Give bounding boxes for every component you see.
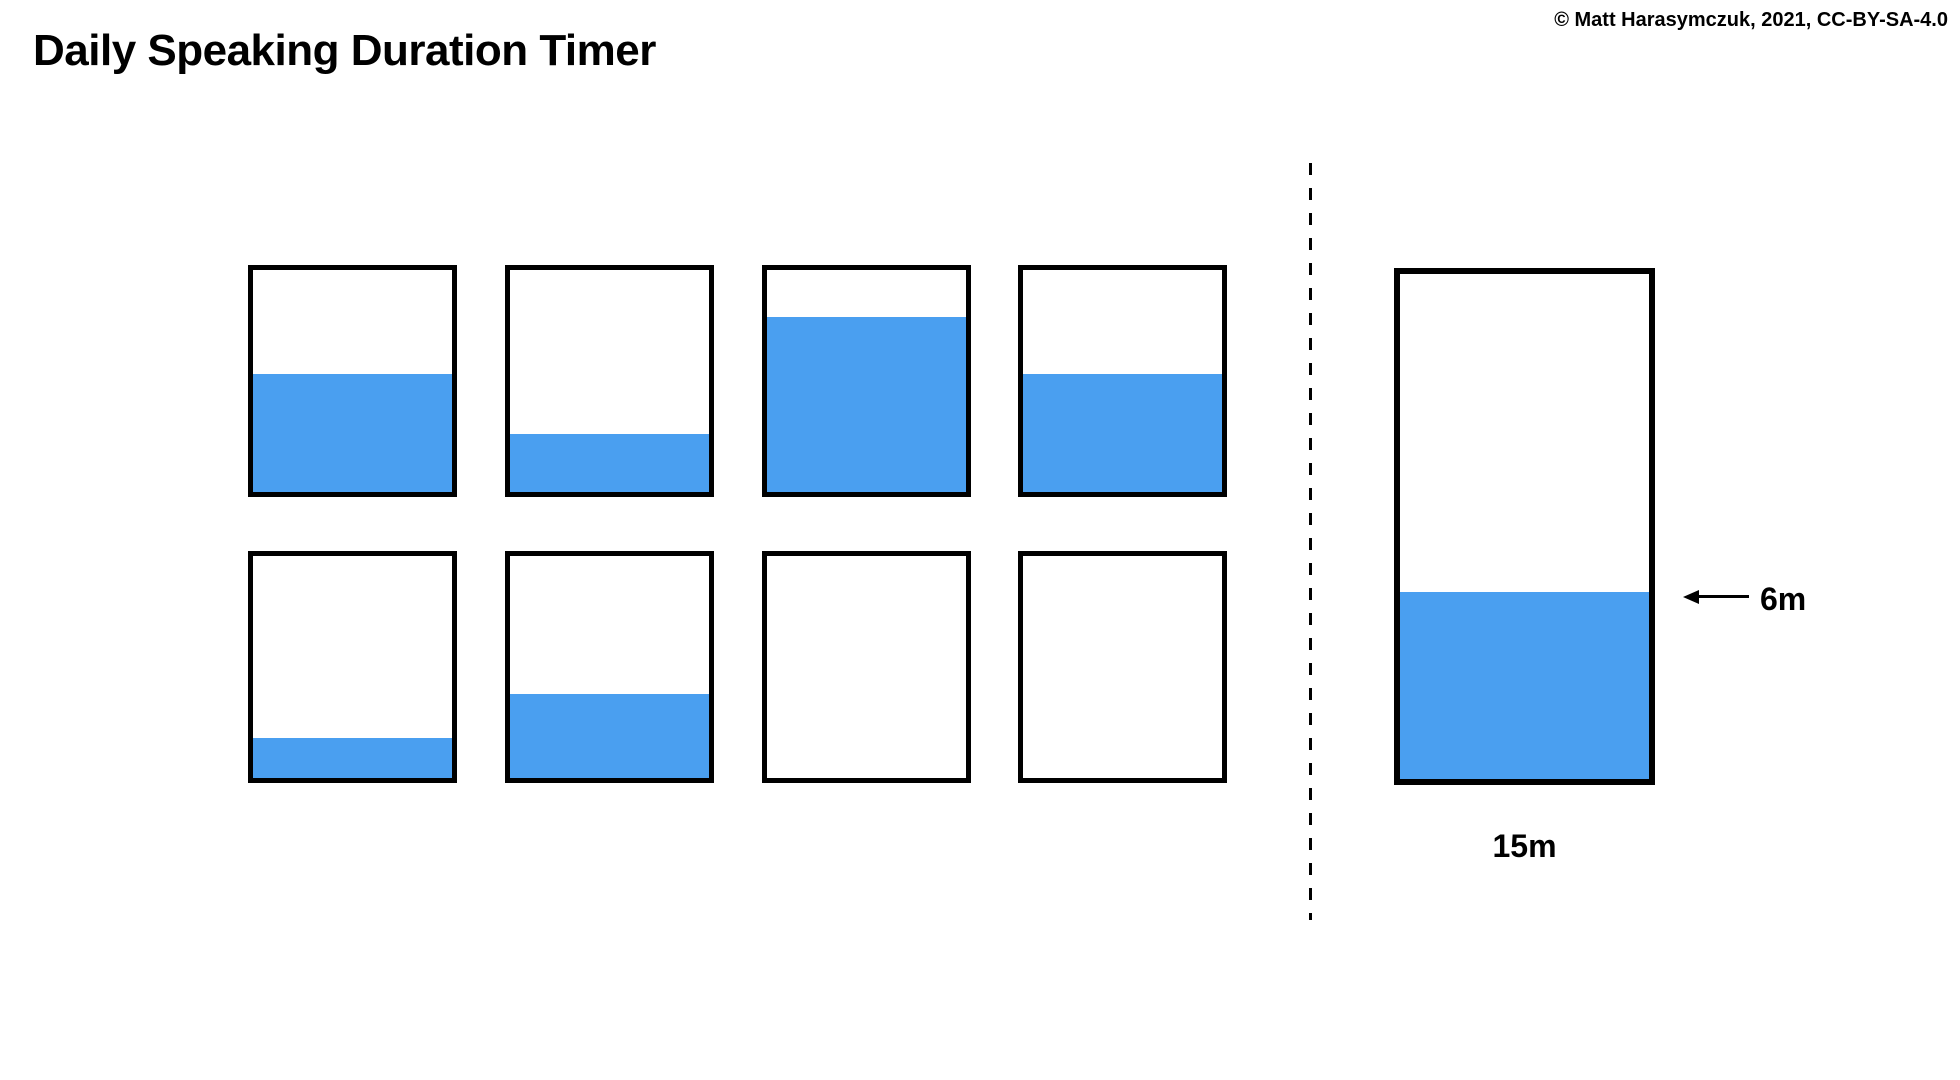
daily-tank-3	[762, 265, 971, 497]
dashed-divider-line	[1309, 163, 1312, 920]
summary-tank	[1394, 268, 1655, 785]
summary-tank-fill	[1400, 592, 1649, 779]
current-level-label: 6m	[1760, 581, 1807, 617]
daily-tank-7	[762, 551, 971, 783]
daily-tank-8	[1018, 551, 1227, 783]
daily-tank-4-fill	[1023, 374, 1222, 492]
daily-tank-2-fill	[510, 434, 709, 492]
capacity-label: 15m	[1492, 828, 1557, 864]
daily-tank-5	[248, 551, 457, 783]
arrow-left-icon	[1683, 590, 1699, 604]
arrow-line	[1697, 595, 1749, 598]
daily-tank-2	[505, 265, 714, 497]
page-title: Daily Speaking Duration Timer	[33, 26, 656, 75]
copyright-attribution: © Matt Harasymczuk, 2021, CC-BY-SA-4.0	[1554, 9, 1948, 31]
daily-tank-3-fill	[767, 316, 966, 492]
daily-tank-5-fill	[253, 738, 452, 778]
daily-tank-4	[1018, 265, 1227, 497]
daily-tank-1-fill	[253, 374, 452, 492]
daily-tank-6-fill	[510, 693, 709, 778]
daily-tank-6	[505, 551, 714, 783]
daily-tank-1	[248, 265, 457, 497]
